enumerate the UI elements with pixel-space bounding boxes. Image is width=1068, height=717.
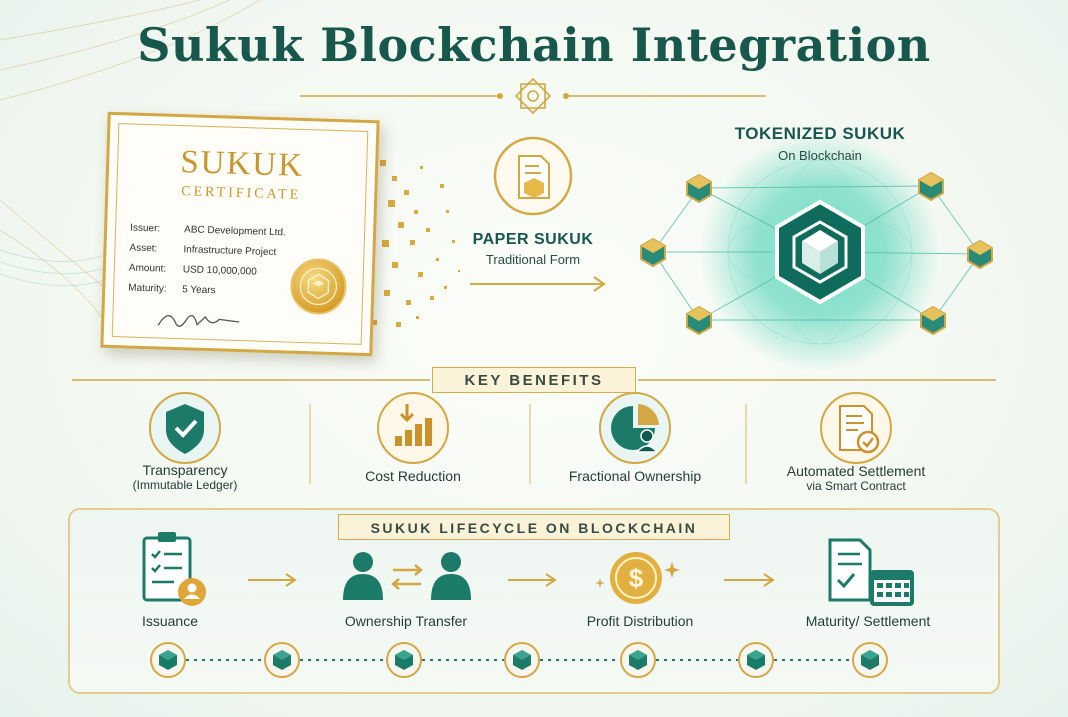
chain-block-icon: [264, 642, 300, 678]
page-title: Sukuk Blockchain Integration: [137, 18, 931, 72]
chain-block-icon: [504, 642, 540, 678]
benefit-label: Cost Reduction: [365, 468, 461, 484]
step-maturity-settlement-label: Maturity/ Settlement: [805, 613, 931, 629]
chain-block-icon: [738, 642, 774, 678]
paper-sukuk-label: PAPER SUKUK: [472, 231, 594, 248]
people-exchange-icon: [343, 552, 471, 600]
benefit-label: Transparency: [142, 462, 228, 478]
benefit-cost-reduction: Cost Reduction: [318, 468, 508, 484]
pie-person-icon: [599, 392, 671, 464]
benefit-automated-settlement: Automated Settlement via Smart Contract: [756, 463, 956, 493]
node-cube-icon: [920, 305, 946, 336]
node-cube-icon: [686, 305, 712, 336]
benefit-sub: (Immutable Ledger): [132, 478, 238, 492]
tokenized-sukuk-sub: On Blockchain: [778, 148, 862, 163]
step-arrows: [248, 573, 775, 587]
tokenized-sukuk-label: TOKENIZED SUKUK: [734, 124, 906, 143]
seal-icon: [289, 257, 348, 316]
node-cube-icon: [686, 173, 712, 204]
benefit-label: Fractional Ownership: [568, 468, 702, 484]
step-ownership-transfer-label: Ownership Transfer: [344, 613, 468, 629]
token-hexagon-icon: [775, 199, 865, 305]
dollar-coin-icon: $: [595, 552, 680, 604]
node-cube-icon: [967, 239, 993, 270]
network-nodes: [640, 171, 993, 336]
chain-block-icon: [150, 642, 186, 678]
signature-icon: [157, 314, 240, 327]
shield-check-icon: [149, 392, 221, 464]
ornament-icon: [514, 77, 552, 115]
chain-blocks: [150, 642, 888, 678]
benefit-label: Automated Settlement: [786, 463, 926, 479]
contract-check-icon: [820, 392, 892, 464]
dissolve-particles: [372, 160, 460, 327]
chain-block-icon: [386, 642, 422, 678]
key-benefits-title: KEY BENEFITS: [432, 367, 636, 393]
clipboard-person-icon: [142, 532, 206, 606]
chain-block-icon: [620, 642, 656, 678]
benefit-transparency: Transparency (Immutable Ledger): [90, 462, 280, 492]
cost-chart-icon: [377, 392, 449, 464]
node-cube-icon: [640, 237, 666, 268]
calendar-check-icon: [828, 538, 914, 606]
svg-text:$: $: [629, 563, 644, 593]
step-issuance-label: Issuance: [141, 613, 199, 629]
node-cube-icon: [918, 171, 944, 202]
benefit-fractional-ownership: Fractional Ownership: [540, 468, 730, 484]
paper-document-icon: [493, 136, 573, 216]
step-profit-distribution-label: Profit Distribution: [586, 613, 694, 629]
chain-block-icon: [852, 642, 888, 678]
benefit-sub: via Smart Contract: [806, 479, 906, 493]
paper-sukuk-sub: Traditional Form: [485, 252, 581, 267]
sukuk-certificate: SUKUK CERTIFICATE Issuer:ABC Development…: [100, 111, 380, 357]
lifecycle-title: SUKUK LIFECYCLE ON BLOCKCHAIN: [338, 514, 730, 540]
